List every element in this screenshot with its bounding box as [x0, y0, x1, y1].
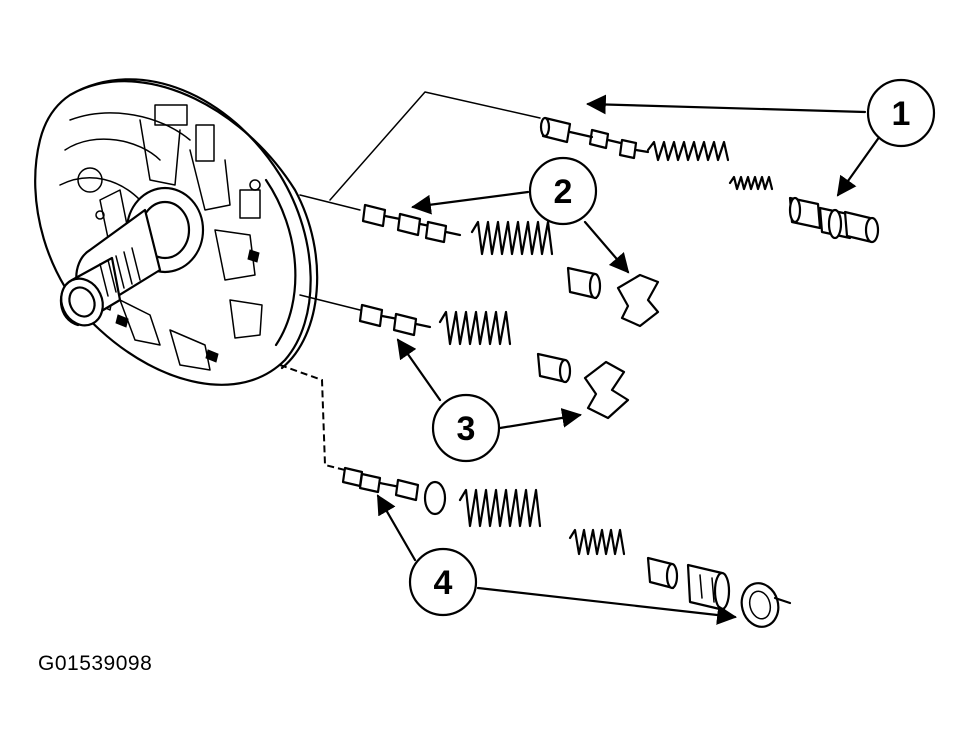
- callout-4-arrow-a: [376, 494, 417, 562]
- valve-assembly-4: [341, 466, 792, 628]
- callout-4: 4: [408, 547, 478, 617]
- callout-1: 1: [866, 78, 936, 148]
- callout-3-arrow-b: [498, 408, 582, 430]
- callout-2-arrow-a: [411, 190, 530, 215]
- valve-assembly-1: [539, 116, 880, 244]
- pump-body: [34, 78, 319, 386]
- leader-lines: [279, 91, 541, 471]
- callout-arrows: [376, 94, 882, 625]
- callout-3-label: 3: [457, 410, 476, 448]
- callout-4-label: 4: [434, 564, 453, 602]
- callout-1-arrow-b: [836, 134, 882, 197]
- callout-3: 3: [431, 393, 501, 463]
- callout-2: 2: [528, 156, 598, 226]
- callout-3-arrow-a: [396, 338, 442, 402]
- valve-assembly-2: [361, 203, 660, 328]
- valve-assembly-3: [358, 303, 630, 420]
- callout-2-arrow-b: [583, 220, 630, 274]
- callout-2-label: 2: [554, 173, 573, 211]
- callout-4-arrow-b: [476, 586, 737, 625]
- callout-1-arrow-a: [586, 94, 867, 115]
- figure-id-label: G01539098: [38, 652, 153, 675]
- callout-1-label: 1: [892, 95, 911, 133]
